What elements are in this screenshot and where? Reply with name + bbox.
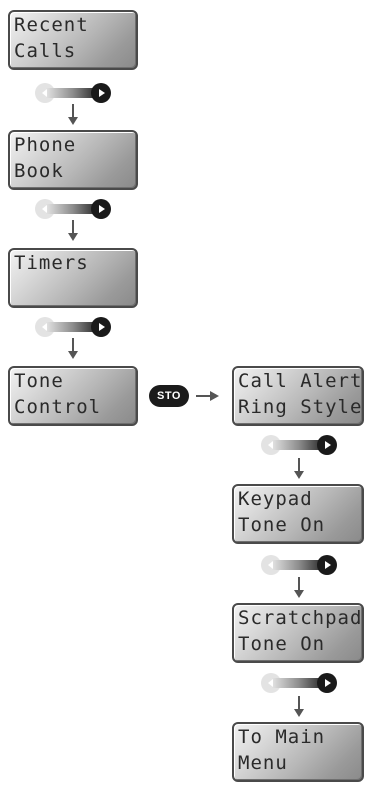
display-line-1: Keypad [238, 488, 313, 510]
arrow-down-icon [294, 458, 304, 479]
arrow-right-icon [196, 391, 219, 401]
arrow-down-icon [68, 338, 78, 359]
display-line-1: To Main [238, 726, 326, 748]
menu-display-phone-book: Phone Book [8, 130, 138, 190]
left-right-scroll-key-icon [261, 673, 337, 693]
left-right-scroll-key-icon [261, 435, 337, 455]
display-line-1: Timers [14, 252, 89, 274]
menu-display-recent-calls: Recent Calls [8, 10, 138, 70]
left-right-scroll-key-icon [35, 83, 111, 103]
display-line-1: Scratchpad [238, 607, 363, 629]
display-line-2: Control [14, 396, 102, 418]
left-right-scroll-key-icon [35, 199, 111, 219]
display-line-2: Menu [238, 752, 288, 774]
menu-display-tone-control: Tone Control [8, 366, 138, 426]
menu-display-timers: Timers [8, 248, 138, 308]
sto-key-icon: STO [149, 385, 189, 407]
display-line-2: Tone On [238, 633, 326, 655]
left-right-scroll-key-icon [261, 555, 337, 575]
submenu-display-keypad-tone: Keypad Tone On [232, 484, 364, 544]
arrow-down-icon [68, 104, 78, 125]
arrow-down-icon [294, 577, 304, 598]
arrow-down-icon [294, 696, 304, 717]
arrow-down-icon [68, 220, 78, 241]
display-line-2: Tone On [238, 514, 326, 536]
display-line-1: Tone [14, 370, 64, 392]
display-line-2: Book [14, 160, 64, 182]
submenu-display-to-main-menu: To Main Menu [232, 722, 364, 782]
submenu-display-call-alert: Call Alert Ring Style [232, 366, 364, 426]
submenu-display-scratchpad-tone: Scratchpad Tone On [232, 603, 364, 663]
left-right-scroll-key-icon [35, 317, 111, 337]
display-line-1: Call Alert [238, 370, 363, 392]
display-line-2: Calls [14, 40, 77, 62]
display-line-2: Ring Style [238, 396, 363, 418]
display-line-1: Recent [14, 14, 89, 36]
display-line-1: Phone [14, 134, 77, 156]
